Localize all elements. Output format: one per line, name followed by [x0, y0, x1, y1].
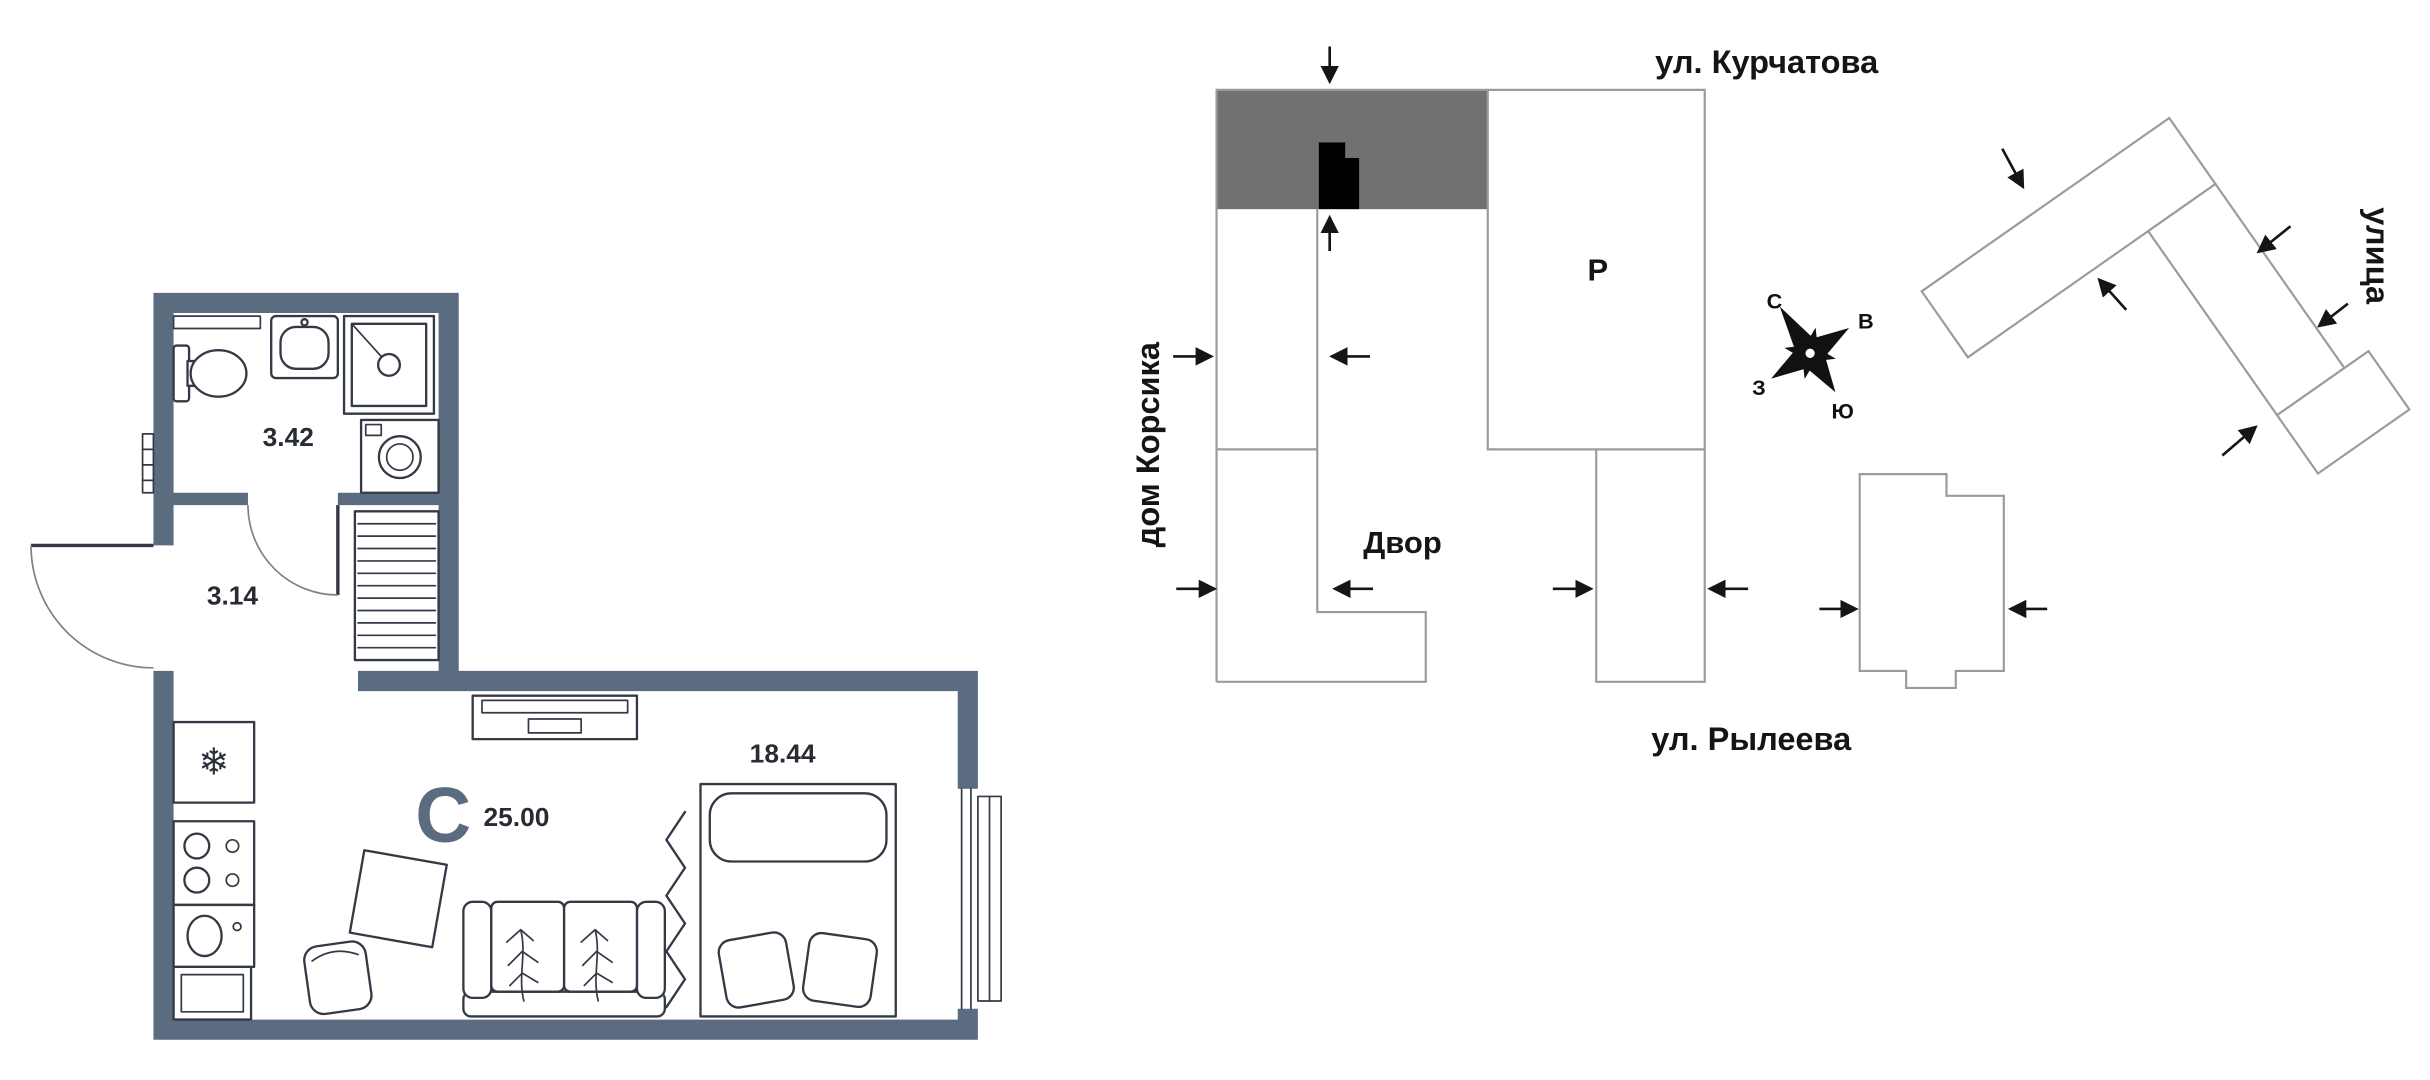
- compass-north: С: [1767, 288, 1783, 313]
- toilet: [172, 344, 248, 403]
- area-hallway: 3.14: [207, 580, 259, 610]
- courtyard-label: Двор: [1363, 525, 1442, 560]
- window: [960, 787, 1002, 1010]
- apartment-type-letter: С: [415, 772, 471, 858]
- stove: [172, 820, 256, 907]
- sofa: [462, 900, 667, 1018]
- street-right-label: улица: [2359, 207, 2395, 305]
- small-building: [1858, 473, 2005, 690]
- compass-star: [1771, 306, 1850, 393]
- street-top-label: ул. Курчатова: [1655, 44, 1879, 80]
- wardrobe: [353, 510, 440, 662]
- parking-label: Р: [1587, 252, 1608, 287]
- entrance-door: [30, 543, 154, 669]
- house-left-label: дом Корсика: [1130, 341, 1166, 547]
- entrance-arrow: [2256, 225, 2292, 254]
- bathroom-radiator: [141, 433, 155, 494]
- compass-south: Ю: [1831, 398, 1853, 423]
- tv-console: [471, 694, 639, 741]
- shower: [342, 314, 436, 415]
- sofa-decor: [580, 928, 614, 1002]
- entrance-arrow: [2097, 277, 2128, 311]
- floor-plan: ❄: [30, 292, 1002, 1040]
- washing-machine: [359, 418, 440, 494]
- radiator-zigzag: [664, 810, 687, 1009]
- compass-rose: С В Ю З: [1752, 288, 1874, 423]
- entrance-arrow: [2221, 425, 2258, 457]
- apartment-location-marker: [1318, 142, 1360, 210]
- oven-cabinet: [172, 965, 253, 1021]
- compass-west: З: [1752, 375, 1766, 400]
- entrance-arrow: [2001, 148, 2025, 190]
- entrance-arrow: [2317, 302, 2349, 328]
- bed: [699, 782, 897, 1018]
- street-bottom-label: ул. Рылеева: [1651, 721, 1852, 757]
- chair: [303, 940, 373, 1016]
- site-plan: С В Ю З ул. Курчатова ул. Рылеева дом Ко…: [1130, 44, 2411, 757]
- building-complex-outline: [1215, 88, 1706, 683]
- area-bathroom: 3.42: [263, 422, 314, 452]
- bathroom-door: [247, 505, 340, 596]
- kitchen-sink: [172, 903, 256, 969]
- fridge: ❄: [172, 720, 256, 804]
- pillow: [801, 931, 879, 1009]
- bathroom-sink: [270, 314, 340, 380]
- neighbour-building: [1920, 116, 2411, 476]
- dining-table: [348, 849, 448, 949]
- pillow: [717, 931, 795, 1009]
- compass-east: В: [1858, 308, 1874, 333]
- entrance-arrows: [1173, 46, 2349, 619]
- area-living: 18.44: [750, 738, 816, 768]
- apartment-total-area: 25.00: [484, 802, 550, 832]
- towel-rail: [172, 315, 262, 330]
- sofa-decor: [505, 928, 539, 1002]
- snowflake-icon: ❄: [198, 741, 229, 783]
